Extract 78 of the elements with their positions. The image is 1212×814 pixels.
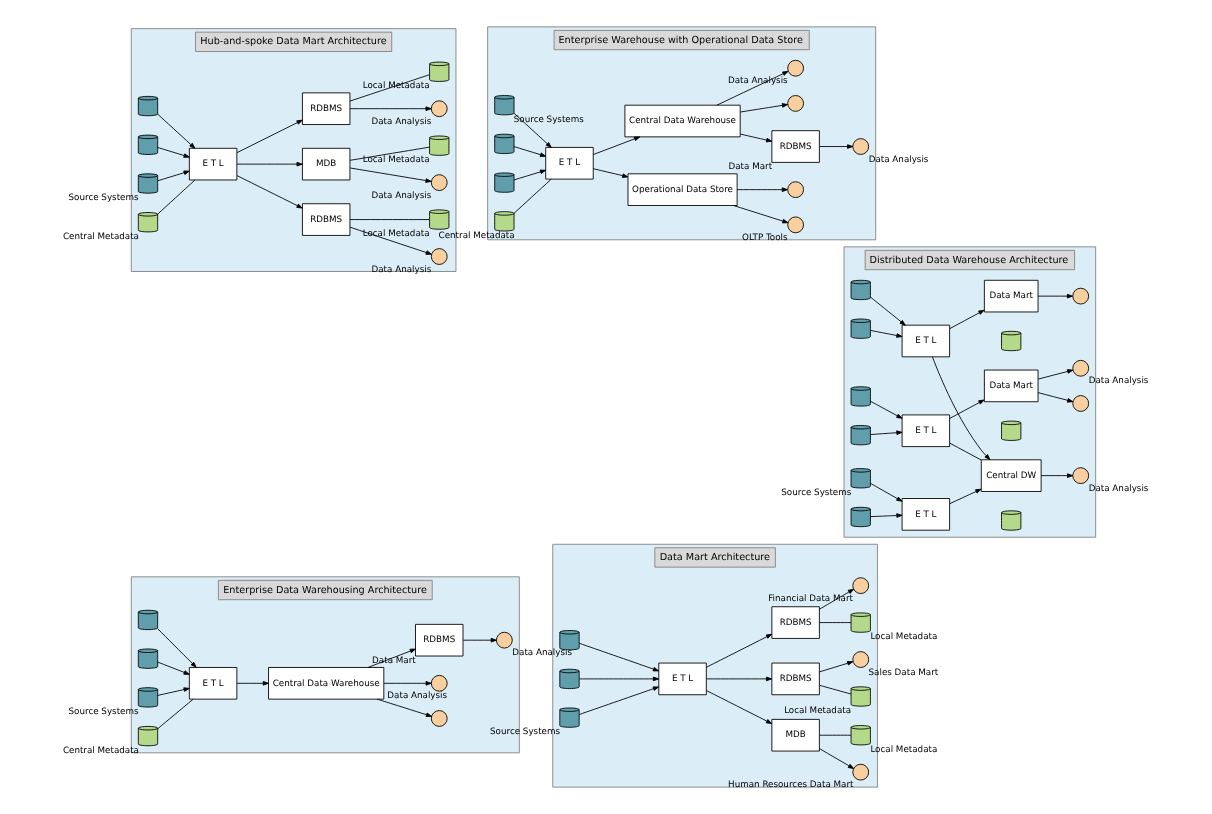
arrow xyxy=(462,637,497,643)
connector xyxy=(349,74,430,102)
arrow xyxy=(949,488,982,505)
arrow xyxy=(157,147,190,158)
arrow xyxy=(819,144,854,149)
arrow xyxy=(949,399,985,419)
connector xyxy=(349,146,430,161)
arrow xyxy=(870,430,903,435)
arrow xyxy=(819,748,855,769)
arrow xyxy=(739,103,789,113)
node-circle xyxy=(852,577,870,594)
arrow xyxy=(1037,369,1074,380)
connector xyxy=(819,622,852,624)
connector xyxy=(819,734,852,736)
arrow xyxy=(949,309,985,330)
node-circle xyxy=(1072,359,1090,377)
node-circle xyxy=(852,138,870,155)
node-circle xyxy=(430,100,448,118)
arrow xyxy=(739,133,773,143)
arrow xyxy=(706,676,773,682)
node-circle xyxy=(852,651,870,668)
arrow xyxy=(513,169,547,181)
arrow xyxy=(593,136,641,155)
arrow xyxy=(593,168,629,178)
arrow xyxy=(1040,473,1074,478)
arrow xyxy=(236,175,303,209)
arrow xyxy=(236,681,269,686)
connector xyxy=(949,442,982,461)
node-circle xyxy=(430,674,448,692)
arrow xyxy=(870,482,903,502)
arrow xyxy=(157,628,197,668)
node-circle xyxy=(430,174,448,191)
arrow xyxy=(157,113,196,149)
arrow xyxy=(579,676,660,682)
arrow xyxy=(157,661,190,675)
arrow xyxy=(349,167,432,183)
arrow xyxy=(383,681,432,686)
node-circle xyxy=(496,631,513,649)
arrow xyxy=(870,513,903,518)
node-circle xyxy=(1072,395,1090,412)
node-circle xyxy=(787,95,804,112)
arrow xyxy=(706,633,773,668)
arrow xyxy=(870,400,903,419)
node-circle xyxy=(1072,467,1090,484)
arrow xyxy=(932,356,991,460)
arrow xyxy=(513,112,552,148)
arrow xyxy=(716,70,789,106)
arrow xyxy=(870,296,906,326)
connector xyxy=(349,219,430,220)
arrow xyxy=(236,119,303,154)
node-circle xyxy=(787,216,804,234)
arrow xyxy=(349,226,432,255)
arrow xyxy=(376,698,433,717)
arrow xyxy=(579,686,660,715)
arrow xyxy=(736,187,788,192)
arrow xyxy=(157,170,190,182)
arrow xyxy=(870,329,903,338)
arrow xyxy=(819,661,854,673)
arrow xyxy=(579,642,660,672)
connector xyxy=(513,178,552,214)
arrow xyxy=(1037,392,1074,403)
arrow xyxy=(1037,293,1074,299)
node-circle xyxy=(787,181,804,198)
connector xyxy=(819,684,852,695)
arrow xyxy=(513,146,547,157)
node-circle xyxy=(852,763,870,781)
arrow xyxy=(157,687,190,696)
node-circle xyxy=(787,59,804,77)
arrow xyxy=(236,161,303,167)
arrow xyxy=(819,588,855,610)
node-circle xyxy=(430,710,448,727)
connector xyxy=(157,698,194,730)
node-circle xyxy=(1072,287,1090,305)
arrow xyxy=(349,106,432,111)
node-circle xyxy=(430,248,448,265)
arrow xyxy=(733,205,789,224)
connector xyxy=(157,179,196,215)
arrow xyxy=(706,690,773,724)
